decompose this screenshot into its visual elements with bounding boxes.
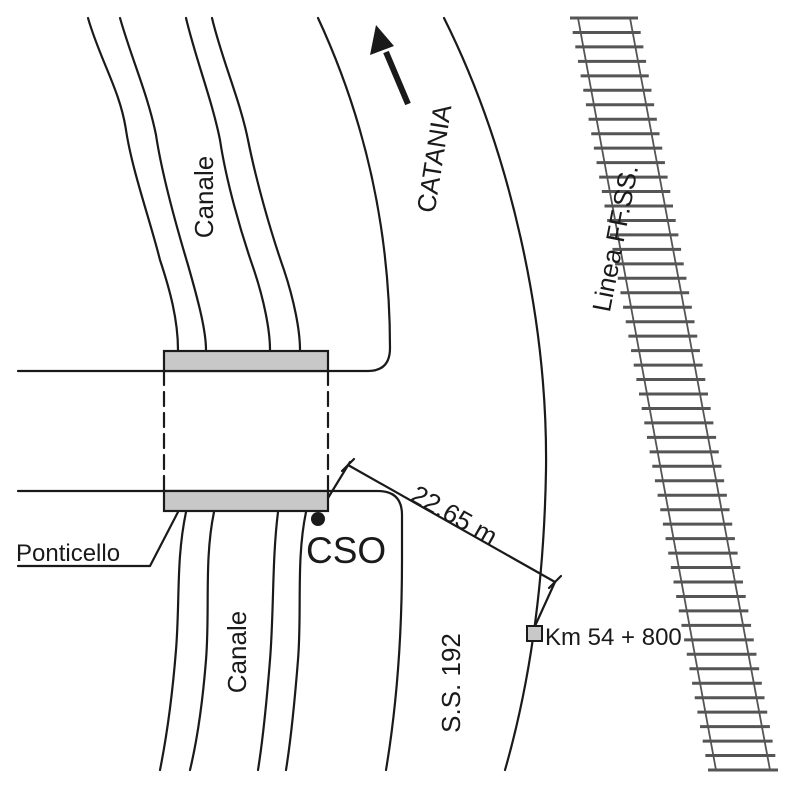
upper-canal-bank-3	[184, 16, 272, 352]
ponticello-leader	[16, 510, 180, 568]
ponticello-label: Ponticello	[16, 540, 120, 567]
canale-top-label: Canale	[189, 156, 219, 238]
lower-canal-bank-2	[188, 510, 216, 772]
upper-canal-bank-2	[118, 16, 208, 352]
bridge-deck-upper	[162, 349, 330, 373]
km-label: Km 54 + 800	[545, 624, 682, 651]
cso-label: CSO	[306, 530, 386, 571]
upper-canal-bank-1	[86, 16, 180, 352]
catania-label: CATANIA	[411, 102, 458, 215]
canale-bottom-label: Canale	[222, 611, 252, 693]
dimension-line	[346, 463, 557, 584]
upper-canal-bank-4	[210, 16, 302, 352]
dimension-extension-2	[533, 580, 557, 628]
road-label: S.S. 192	[436, 633, 466, 733]
lower-canal-bank-4	[284, 510, 308, 772]
cso-point-icon	[311, 512, 325, 526]
dimension-tick-1	[340, 457, 356, 473]
railway-sleepers	[570, 16, 778, 772]
lower-canal	[158, 510, 308, 772]
north-arrow-icon	[370, 25, 411, 106]
bridge-deck-lower	[162, 489, 330, 513]
distance-dimension	[326, 457, 563, 628]
railway-track	[570, 16, 778, 772]
road-edge-upper	[16, 16, 392, 373]
km-marker-icon	[526, 625, 543, 642]
lower-canal-bank-1	[158, 510, 188, 772]
upper-canal	[86, 16, 302, 352]
lower-canal-bank-3	[256, 510, 280, 772]
road-edge-lower	[16, 489, 404, 772]
distance-label: 22.65 m	[406, 479, 503, 551]
road-outer-edge	[442, 16, 548, 772]
